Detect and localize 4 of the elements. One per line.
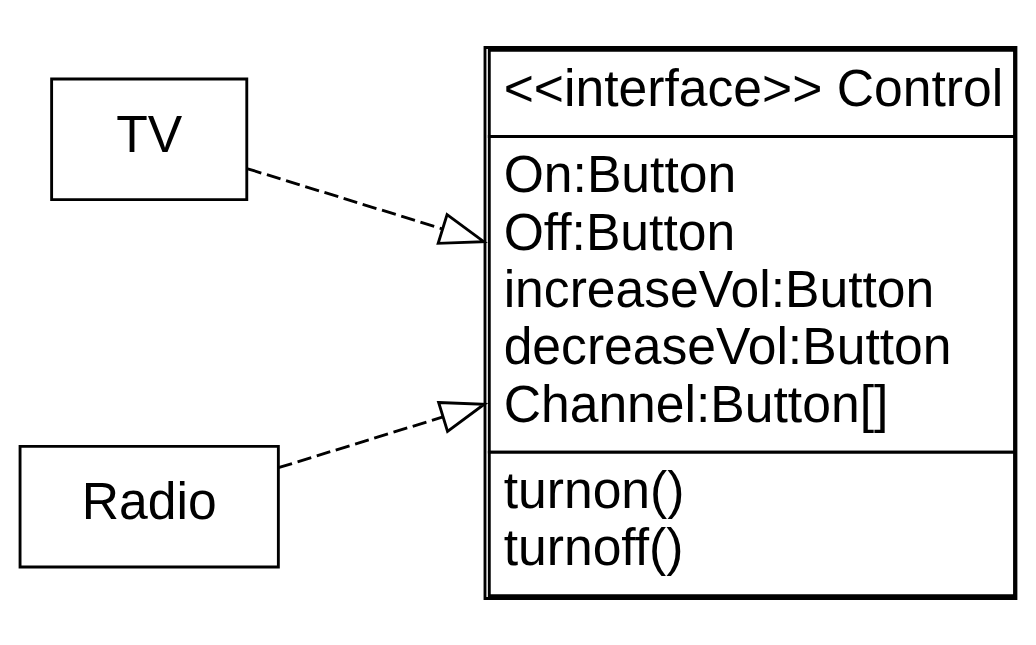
arrow — [277, 400, 489, 469]
node-box: Radio — [18, 444, 280, 568]
arrow — [247, 166, 488, 245]
node-box: TV — [50, 77, 249, 201]
